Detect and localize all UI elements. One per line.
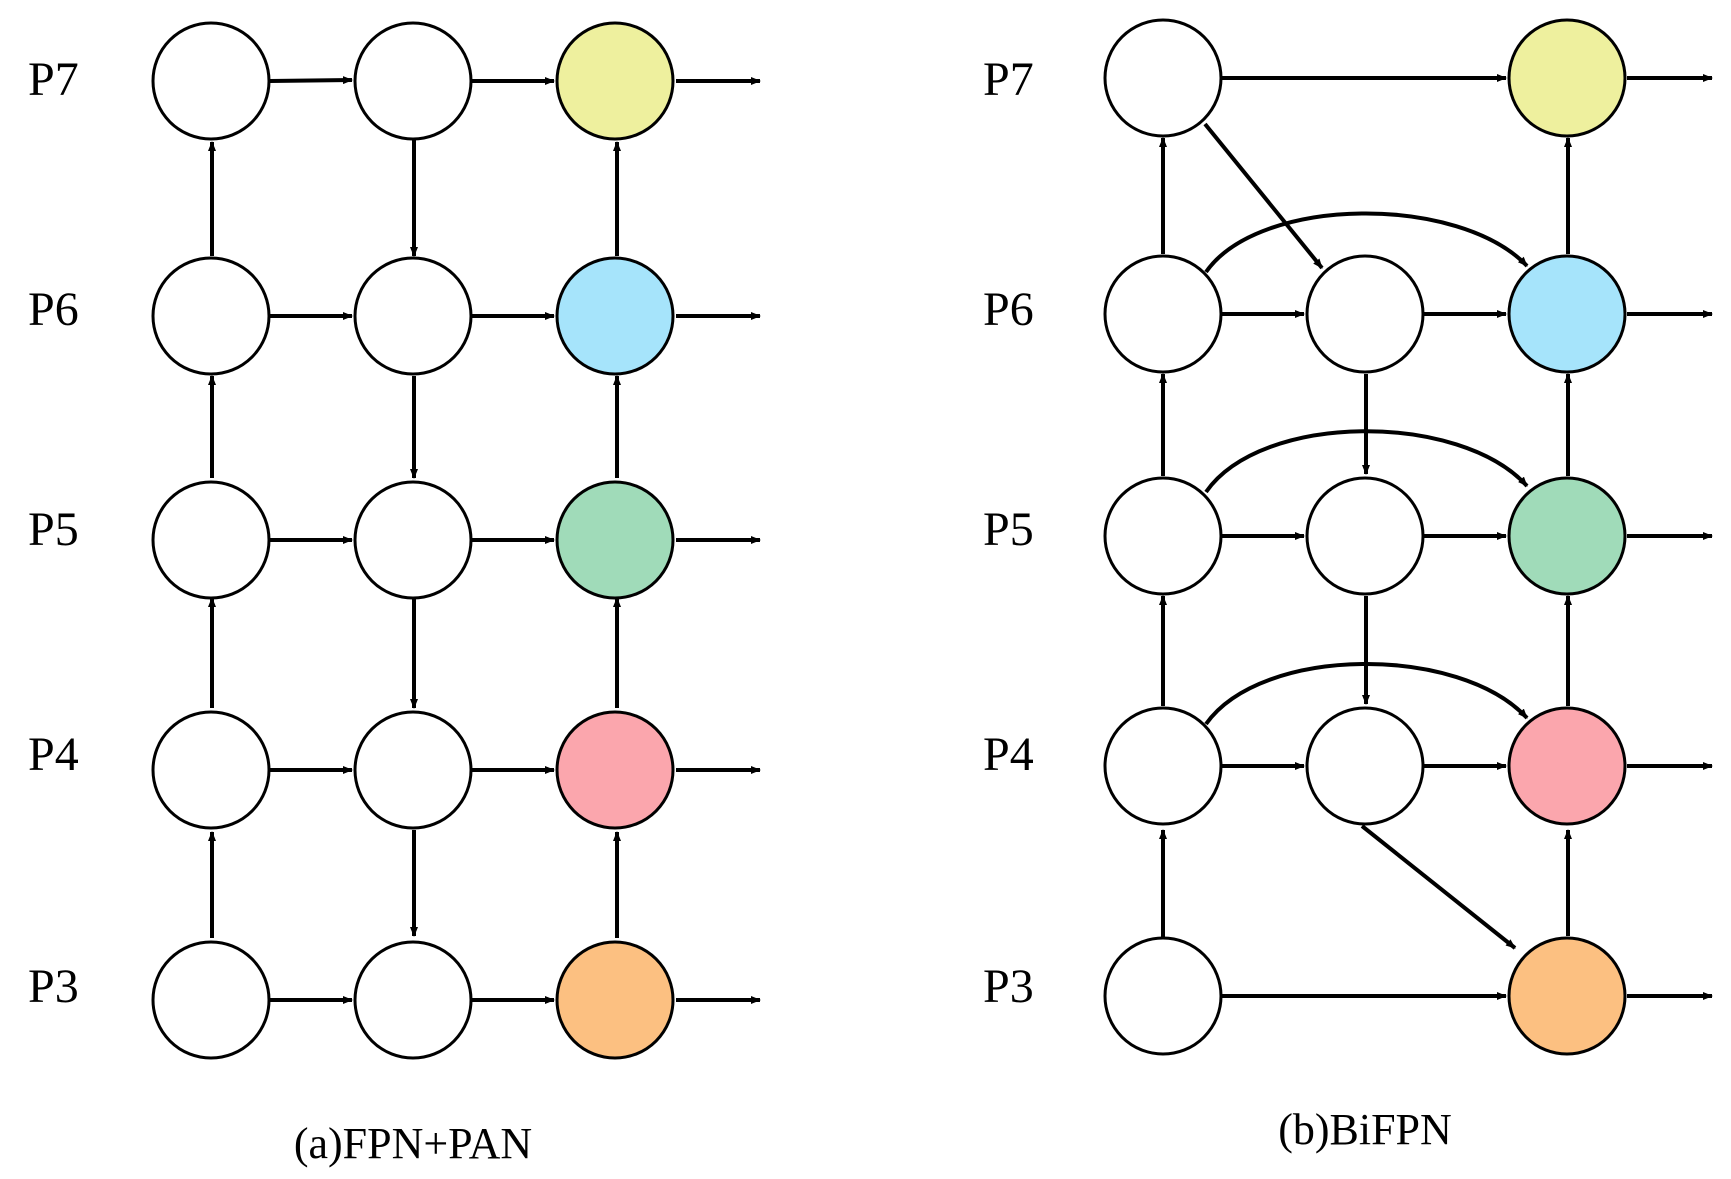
level-labels-a: P7 P6 P5 P4 P3 [28, 53, 79, 1013]
node-a-output-p6 [555, 256, 675, 376]
level-label-p3: P3 [28, 960, 79, 1013]
node-b-c1-p6 [1305, 254, 1425, 374]
node-a-c1-p6 [353, 256, 473, 376]
edge-b-skip-p6 [1204, 211, 1529, 274]
node-b-output-p4 [1507, 706, 1627, 826]
node-a-c0-p7 [151, 21, 271, 141]
level-label-p7: P7 [28, 53, 79, 106]
node-b-c1-p4 [1305, 706, 1425, 826]
level-label-p5: P5 [28, 503, 79, 556]
node-b-output-p7 [1507, 18, 1627, 138]
node-b-c0-p7 [1103, 18, 1223, 138]
nodes-a [151, 21, 675, 1060]
node-b-output-p6 [1507, 254, 1627, 374]
caption-bifpn: (b)BiFPN [1278, 1105, 1452, 1154]
node-a-c0-p5 [151, 480, 271, 600]
node-a-output-p5 [555, 480, 675, 600]
node-b-output-p5 [1507, 476, 1627, 596]
diagram-bifpn: P7 P6 P5 P4 P3 [983, 18, 1713, 1154]
level-label-p4: P4 [983, 728, 1034, 781]
edge-b-c1p4-c2p3 [1360, 824, 1517, 950]
level-labels-b: P7 P6 P5 P4 P3 [983, 53, 1034, 1013]
node-b-c0-p5 [1103, 476, 1223, 596]
edges-a [208, 76, 761, 1004]
edges-b [1159, 74, 1713, 1000]
level-label-p5: P5 [983, 503, 1034, 556]
nodes-b [1103, 18, 1627, 1056]
node-b-c0-p4 [1103, 706, 1223, 826]
node-a-output-p4 [555, 710, 675, 830]
node-b-c1-p5 [1305, 476, 1425, 596]
level-label-p3: P3 [983, 960, 1034, 1013]
edge-a-c0-c1-p7 [269, 76, 353, 85]
level-label-p6: P6 [983, 283, 1034, 336]
node-a-output-p7 [555, 21, 675, 141]
caption-fpn-pan: (a)FPN+PAN [294, 1119, 532, 1168]
edge-b-c0p7-c1p6 [1203, 122, 1324, 270]
level-label-p4: P4 [28, 728, 79, 781]
edge-b-skip-p4 [1204, 662, 1529, 726]
node-b-c0-p3 [1103, 936, 1223, 1056]
node-a-c1-p4 [353, 710, 473, 830]
node-a-c0-p3 [151, 940, 271, 1060]
node-a-output-p3 [555, 940, 675, 1060]
node-b-output-p3 [1507, 936, 1627, 1056]
level-label-p6: P6 [28, 283, 79, 336]
node-b-c0-p6 [1103, 254, 1223, 374]
edge-b-skip-p5 [1204, 429, 1529, 494]
level-label-p7: P7 [983, 53, 1034, 106]
diagram-fpn-pan: P7 P6 P5 P4 P3 [28, 21, 761, 1168]
node-a-c1-p5 [353, 480, 473, 600]
node-a-c1-p3 [353, 940, 473, 1060]
node-a-c1-p7 [353, 21, 473, 141]
node-a-c0-p6 [151, 256, 271, 376]
node-a-c0-p4 [151, 710, 271, 830]
